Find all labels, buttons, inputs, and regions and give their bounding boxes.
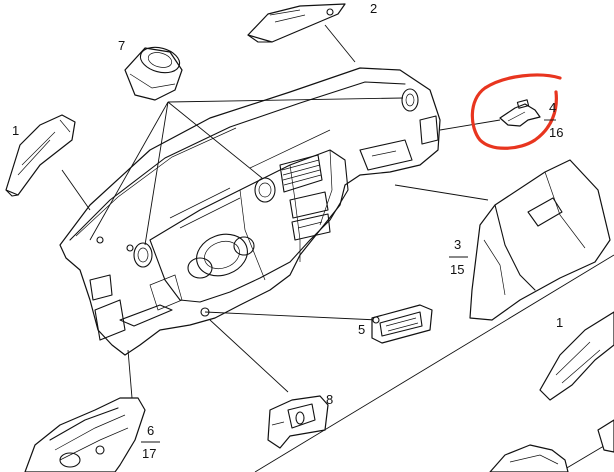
- lower-right-panel[interactable]: [489, 419, 614, 472]
- callout-2: 2: [370, 1, 377, 16]
- part-5-small-box[interactable]: [371, 304, 433, 344]
- callout-1-left: 1: [12, 123, 19, 138]
- callout-labels: 2 7 1 4 16 3 15 5 1 8 6 17: [12, 1, 563, 461]
- part-4-16-clip[interactable]: [499, 99, 541, 127]
- callout-7: 7: [118, 38, 125, 53]
- part-3-15-glovebox[interactable]: [469, 159, 611, 321]
- callout-8: 8: [326, 392, 333, 407]
- highlight-circle: [470, 73, 562, 150]
- callout-16: 16: [549, 125, 563, 140]
- part-1-left-duct[interactable]: [5, 114, 76, 197]
- callout-3: 3: [454, 237, 461, 252]
- callout-5: 5: [358, 322, 365, 337]
- part-1-right-duct[interactable]: [539, 311, 614, 401]
- callout-17: 17: [142, 446, 156, 461]
- part-6-17-lower-console[interactable]: [24, 397, 146, 472]
- callout-6: 6: [147, 423, 154, 438]
- dashboard-assembly: [59, 67, 441, 356]
- leader-lines: [61, 24, 614, 472]
- instrument-cluster: [187, 233, 255, 279]
- callout-1-right: 1: [556, 315, 563, 330]
- part-7-round-vent[interactable]: [124, 43, 183, 101]
- center-vent-grid: [279, 154, 323, 193]
- callout-4: 4: [549, 100, 556, 115]
- part-2-vent-duct[interactable]: [247, 3, 346, 43]
- part-8-bracket[interactable]: [267, 395, 329, 449]
- callout-15: 15: [450, 262, 464, 277]
